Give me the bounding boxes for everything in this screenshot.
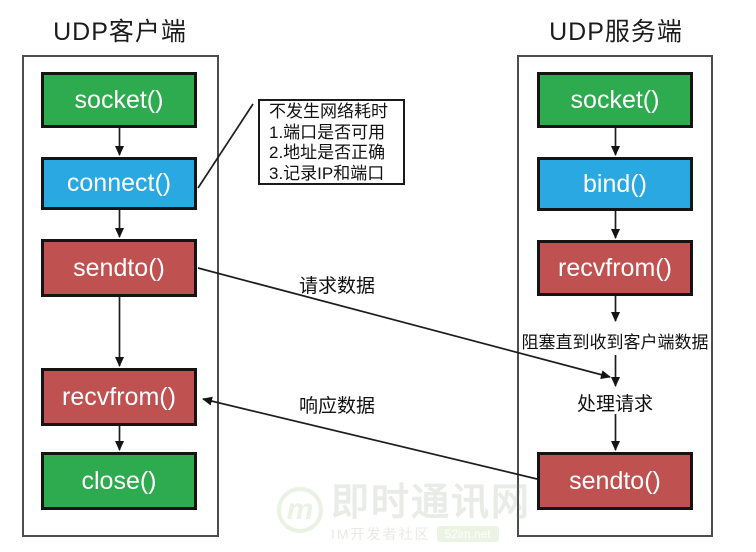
note-line-4: 3.记录IP和端口	[269, 163, 385, 183]
note-line-2: 1.端口是否可用	[269, 122, 386, 142]
server-box-sendto: sendto()	[537, 452, 693, 510]
note-line-1: 不发生网络耗时	[269, 102, 388, 121]
client-box-socket: socket()	[41, 72, 197, 128]
server-box-recvfrom: recvfrom()	[537, 240, 693, 296]
watermark-site-title: 即时通讯网	[331, 482, 532, 524]
client-column-title: UDP客户端	[53, 18, 187, 46]
client-box-recvfrom: recvfrom()	[41, 368, 197, 426]
server-blocking-note: 阻塞直到收到客户端数据	[521, 333, 709, 352]
response-data-label: 响应数据	[299, 396, 376, 417]
watermark-m-logo-icon: m	[277, 487, 323, 533]
client-box-connect: connect()	[41, 157, 197, 210]
client-box-sendto: sendto()	[41, 239, 197, 297]
server-process-request-note: 处理请求	[576, 394, 653, 415]
watermark-domain-badge: 52im.net	[436, 526, 499, 542]
server-box-bind: bind()	[537, 157, 693, 211]
server-box-socket: socket()	[537, 72, 693, 128]
watermark: m 即时通讯网 IM开发者社区 52im.net	[277, 483, 531, 544]
request-data-label: 请求数据	[299, 276, 376, 297]
note-line-3: 2.地址是否正确	[269, 143, 386, 162]
client-box-close: close()	[41, 452, 197, 510]
server-column-title: UDP服务端	[549, 18, 683, 46]
watermark-subtitle: IM开发者社区	[331, 526, 431, 542]
connect-note-box: 不发生网络耗时 1.端口是否可用 2.地址是否正确 3.记录IP和端口	[258, 99, 405, 185]
